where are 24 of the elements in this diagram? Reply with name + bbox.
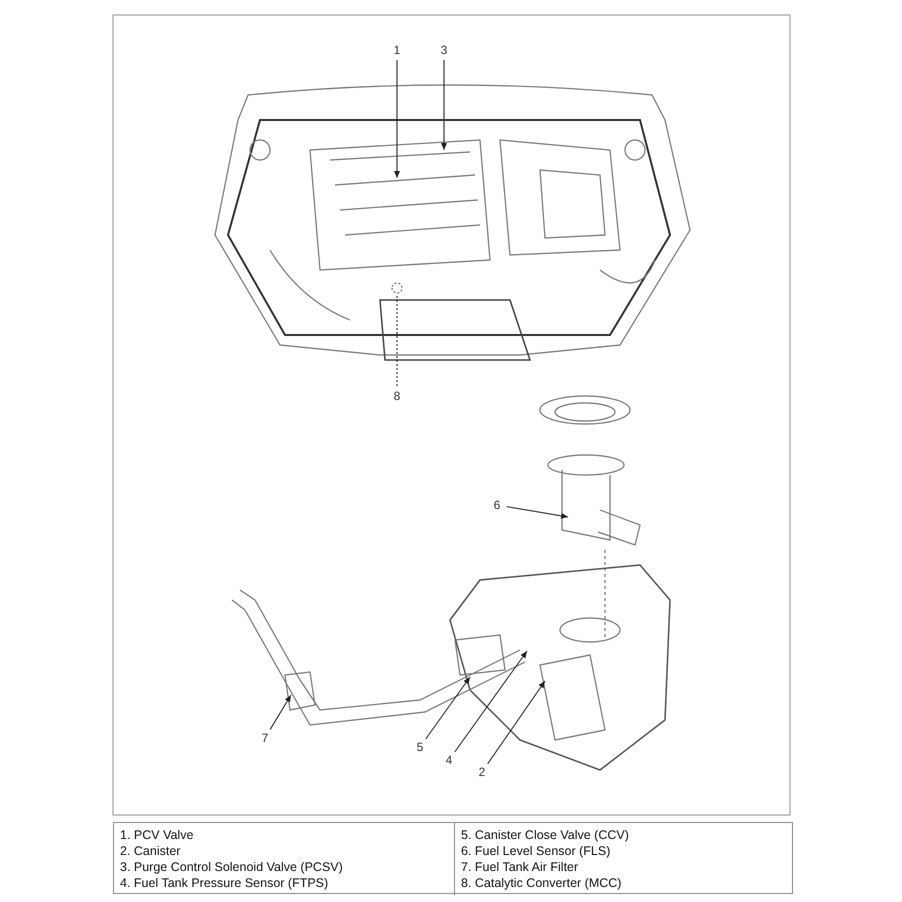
callout-number: 6: [490, 498, 504, 512]
table-cell-text: 7. Fuel Tank Air Filter: [461, 859, 580, 875]
leader-line: [394, 60, 400, 178]
leader-line: [425, 676, 470, 740]
table-cell-text: 1. PCV Valve: [120, 827, 194, 843]
leader-line: [441, 60, 447, 150]
callout-number: 8: [390, 389, 404, 403]
leader-line: [270, 694, 292, 730]
callout-number: 1: [390, 43, 404, 57]
table-cell-text: 3. Purge Control Solenoid Valve (PCSV): [120, 859, 344, 875]
leader-line: [487, 680, 546, 764]
table-cell-text: 6. Fuel Level Sensor (FLS): [461, 843, 612, 859]
callout-number: 7: [258, 731, 272, 745]
leader-line: [506, 506, 568, 519]
table-cell-text: 2. Canister: [120, 843, 182, 859]
callout-number: 4: [442, 753, 456, 767]
table-cell-text: 8. Catalytic Converter (MCC): [461, 875, 622, 891]
callout-number: 3: [437, 43, 451, 57]
callout-number: 2: [475, 765, 489, 779]
table-cell-text: 5. Canister Close Valve (CCV): [461, 827, 630, 843]
leader-line: [454, 650, 528, 752]
callout-number: 5: [413, 740, 427, 754]
table-cell-text: 4. Fuel Tank Pressure Sensor (FTPS): [120, 875, 330, 891]
leader-line: [396, 294, 398, 386]
